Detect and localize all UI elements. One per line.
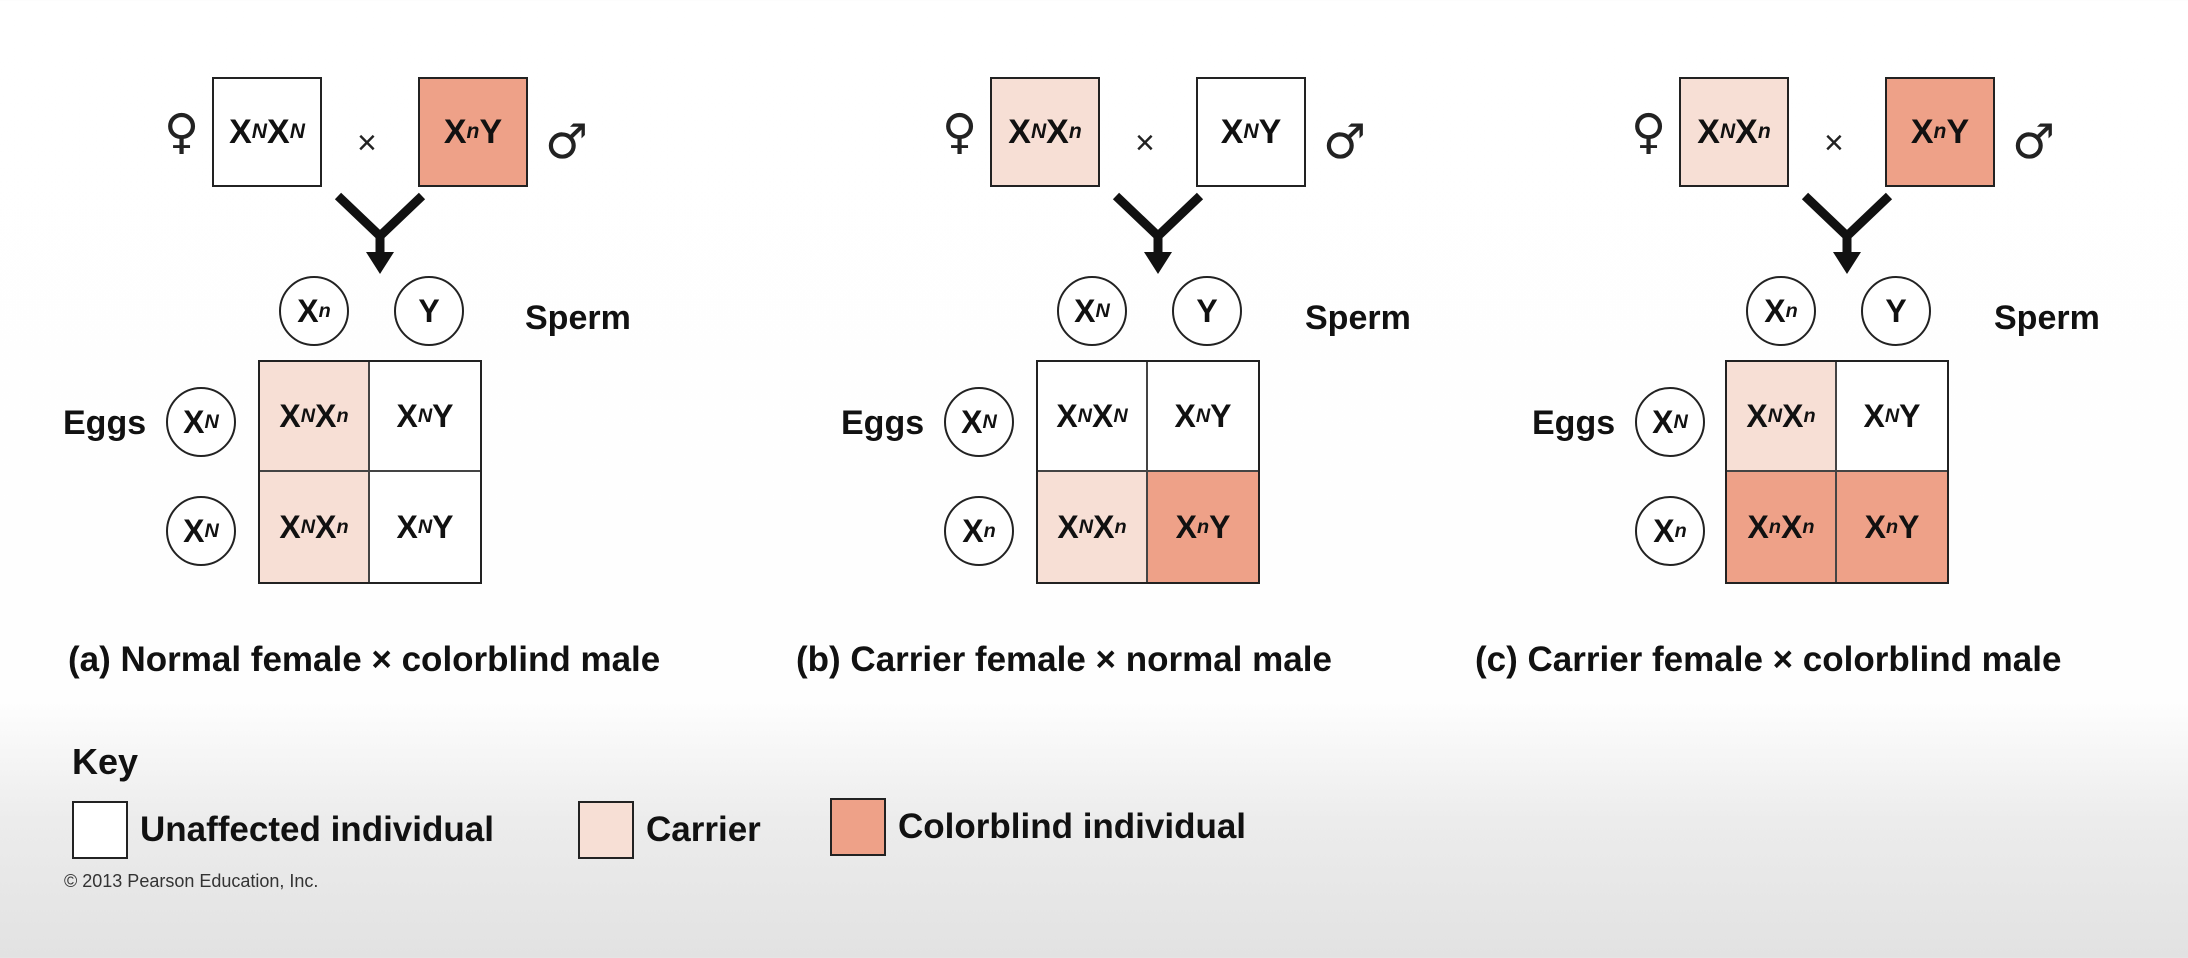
- male-symbol: ♂: [2012, 114, 2056, 170]
- cross-arrow: [334, 192, 426, 274]
- eggs-label: Eggs: [841, 404, 925, 442]
- sperm-circle-2: Y: [1172, 276, 1242, 346]
- male-symbol: ♂: [1323, 114, 1367, 170]
- female-symbol: ♀: [1631, 104, 1667, 160]
- cross-arrow: [1801, 192, 1893, 274]
- key-title: Key: [72, 741, 139, 782]
- key-label: Carrier: [646, 810, 761, 849]
- eggs-label: Eggs: [63, 404, 147, 442]
- panel-caption: (c) Carrier female × colorblind male: [1475, 640, 2062, 679]
- key-label: Colorblind individual: [898, 807, 1247, 846]
- panel-caption: (a) Normal female × colorblind male: [68, 640, 661, 679]
- key-swatch: [72, 801, 128, 859]
- key-item-colorblind: Colorblind individual: [830, 797, 1246, 857]
- key-item-carrier: Carrier: [578, 800, 761, 860]
- panel-caption: (b) Carrier female × normal male: [796, 640, 1332, 679]
- key-swatch: [830, 798, 886, 856]
- cross-symbol: ×: [1135, 124, 1155, 162]
- key-swatch: [578, 801, 634, 859]
- sperm-label: Sperm: [1994, 299, 2100, 337]
- cross-symbol: ×: [1824, 124, 1844, 162]
- male-symbol: ♂: [545, 114, 589, 170]
- sperm-label: Sperm: [525, 299, 631, 337]
- sperm-label: Sperm: [1305, 299, 1411, 337]
- sperm-circle-2: Y: [394, 276, 464, 346]
- key-item-unaffected: Unaffected individual: [72, 800, 494, 860]
- eggs-label: Eggs: [1532, 404, 1616, 442]
- sperm-circle-2: Y: [1861, 276, 1931, 346]
- cross-symbol: ×: [357, 124, 377, 162]
- key-label: Unaffected individual: [140, 810, 494, 849]
- cross-arrow: [1112, 192, 1204, 274]
- female-symbol: ♀: [164, 104, 200, 160]
- copyright-notice: © 2013 Pearson Education, Inc.: [64, 871, 319, 891]
- female-symbol: ♀: [942, 104, 978, 160]
